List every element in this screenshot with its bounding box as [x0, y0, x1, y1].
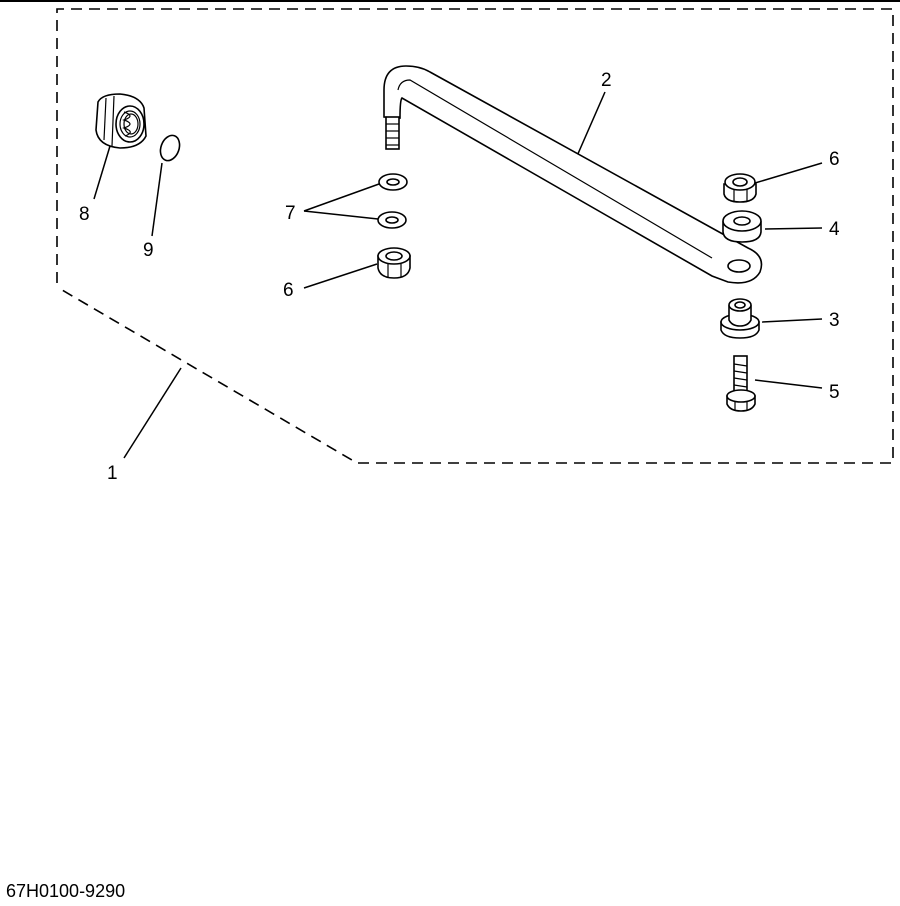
callout-6-left: 6: [283, 280, 294, 301]
callout-6-right: 6: [829, 149, 840, 170]
nut-left: [377, 247, 411, 279]
callout-7: 7: [285, 203, 296, 224]
washer-lower: [377, 211, 407, 229]
callout-5: 5: [829, 382, 840, 403]
bolt: [726, 355, 756, 412]
o-ring: [159, 134, 181, 162]
collar: [720, 298, 760, 339]
callout-2: 2: [601, 70, 612, 91]
callout-8: 8: [79, 204, 90, 225]
fitting-nut: [95, 93, 147, 149]
kit-boundary: [56, 8, 894, 464]
nut-right: [723, 173, 757, 203]
leader-lines: [93, 91, 823, 459]
washer-upper: [378, 173, 408, 191]
link-rod: [383, 65, 763, 284]
catalog-code: 67H0100-9290: [6, 881, 126, 901]
callout-1: 1: [107, 463, 118, 484]
bushing: [722, 210, 762, 243]
callout-3: 3: [829, 310, 840, 331]
callout-9: 9: [143, 240, 154, 261]
callout-4: 4: [829, 219, 840, 240]
